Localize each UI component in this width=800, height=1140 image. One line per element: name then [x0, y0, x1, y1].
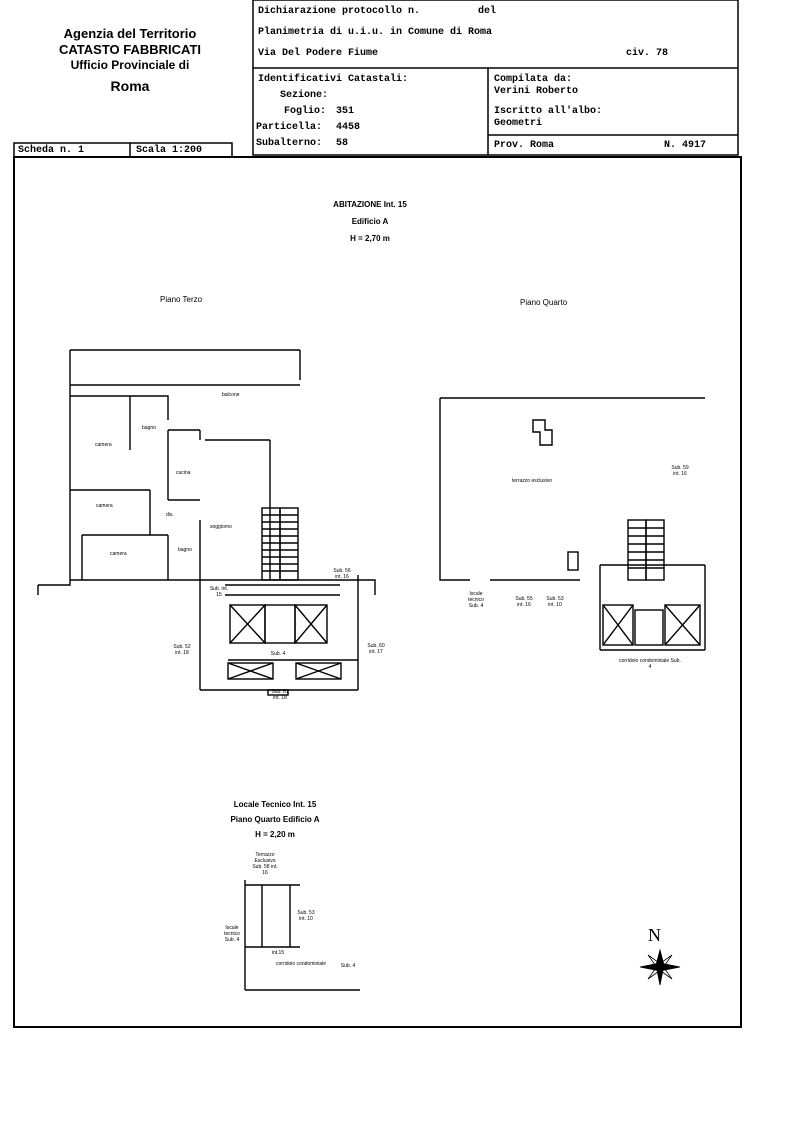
floor-fourth-label: Piano Quarto — [520, 298, 568, 307]
albo-label: Iscritto all'albo: — [494, 106, 603, 117]
prov-label: Prov. Roma — [494, 140, 555, 151]
sub-60-label: Sub. 60 int. 17 — [367, 643, 385, 655]
catasto-title: CATASTO FABBRICATI — [58, 42, 202, 57]
technical-locale: locale tecnico Sub. 4 — [224, 925, 240, 943]
identifiers-title: Identificativi Catastali: — [258, 74, 409, 85]
room-bagno-1: bagno — [142, 425, 156, 431]
foglio-value: 351 — [336, 106, 355, 117]
technical-terrazzo: Terrazzo Esclusivo Sub. 58 int. 16 — [252, 852, 278, 876]
subalterno-value: 58 — [336, 138, 349, 149]
albo-value: Geometri — [494, 118, 543, 129]
compass-rose — [639, 948, 681, 986]
technical-corridoio-sub: Sub. 4 — [340, 963, 356, 969]
unit-height: H = 2,70 m — [350, 234, 390, 243]
office-label: Ufficio Provinciale di — [70, 58, 190, 72]
room-dis: dis. — [166, 512, 174, 518]
scheda-label: Scheda n. 1 — [18, 145, 85, 156]
particella-value: 4458 — [336, 122, 361, 133]
locale-tecnico-label: locale tecnico Sub. 4 — [468, 591, 484, 609]
del-label: del — [478, 6, 497, 17]
room-cucina: cucina — [176, 470, 191, 476]
register-number: N. 4917 — [664, 140, 707, 151]
compass-north-label: N — [648, 925, 661, 945]
room-camera-2: camera — [96, 503, 113, 509]
particella-label: Particella: — [256, 122, 323, 133]
address-line: Via Del Podere Fiume — [258, 48, 379, 59]
corridoio-4th-label: corridoio condominiale Sub. 4 — [619, 658, 681, 670]
technical-title: Locale Tecnico Int. 15 — [233, 800, 317, 809]
room-balcone: balcone — [222, 392, 240, 398]
room-bagno-2: bagno — [178, 547, 192, 553]
plan-line: Planimetria di u.i.u. in Comune di Roma — [258, 27, 493, 38]
technical-floor: Piano Quarto Edificio A — [230, 815, 320, 824]
compiler-name: Verini Roberto — [494, 86, 579, 97]
foglio-label: Foglio: — [284, 106, 327, 117]
unit-title: ABITAZIONE Int. 15 — [333, 200, 407, 209]
agency-name: Agenzia del Territorio — [63, 26, 197, 41]
scala-label: Scala 1:200 — [136, 145, 203, 156]
room-soggiorno: soggiorno — [210, 524, 232, 530]
technical-corridoio: corridoio condominiale — [275, 961, 327, 967]
subalterno-label: Subalterno: — [256, 138, 323, 149]
protocol-label: Dichiarazione protocollo n. — [258, 6, 421, 17]
sub-53-label: Sub. 53 int. 10 — [546, 596, 564, 608]
floor-third-label: Piano Terzo — [160, 295, 203, 304]
room-camera-3: camera — [110, 551, 127, 557]
technical-height: H = 2,20 m — [255, 830, 295, 839]
technical-sub53: Sub. 53 int. 10 — [297, 910, 315, 922]
sub-56-label: Sub. 56 int. 16 — [333, 568, 351, 580]
sub-52-label: Sub. 52 int. 18 — [173, 644, 191, 656]
sub-61-label: Sub. 61 int. 18 — [271, 689, 289, 701]
room-terrazzo: terrazzo esclusivo — [512, 478, 553, 484]
unit-building: Edificio A — [351, 217, 389, 226]
room-camera-1: camera — [95, 442, 112, 448]
sub-4-label: Sub. 4 — [270, 651, 286, 657]
sub-59-label: Sub. 59 int. 16 — [671, 465, 689, 477]
compiler-title: Compilata da: — [494, 74, 573, 85]
civ-label: civ. 78 — [626, 48, 669, 59]
city-label: Roma — [110, 78, 150, 94]
technical-int15: int.15 — [271, 950, 285, 956]
sub-int15-label: Sub. int. 15 — [209, 586, 229, 598]
sub-55-label: Sub. 55 int. 16 — [515, 596, 533, 608]
sezione-label: Sezione: — [280, 90, 329, 101]
